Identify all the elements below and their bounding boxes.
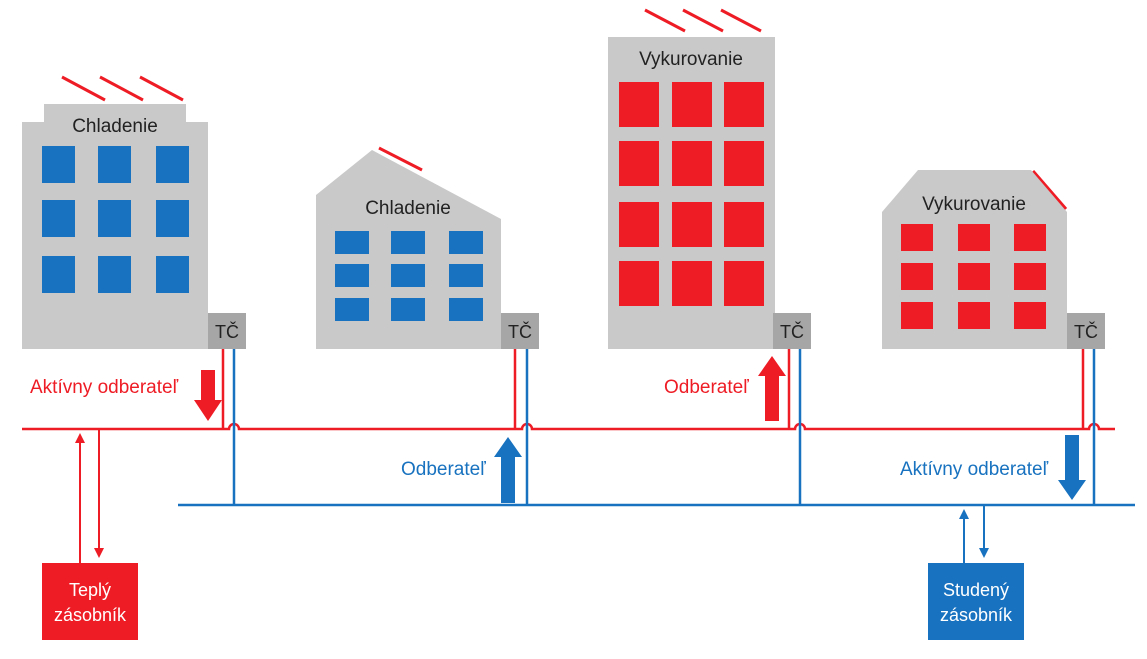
building-label: Chladenie (72, 116, 158, 137)
building-label: Vykurovanie (922, 194, 1026, 215)
warm-pipe-network (22, 349, 1115, 431)
cold-tank-label-line2: zásobník (940, 605, 1013, 625)
heat-marks (61, 75, 184, 102)
cold-down-arrow (1058, 435, 1086, 500)
warm-tank-label-line2: zásobník (54, 605, 127, 625)
building-1: Chladenie TČ (22, 75, 246, 349)
heat-pump-label: TČ (508, 321, 532, 342)
cold-up-arrow (494, 437, 522, 503)
heat-mark (1031, 170, 1068, 210)
label-active-consumer-warm: Aktívny odberateľ (30, 377, 179, 398)
building-label: Vykurovanie (639, 49, 743, 70)
label-active-consumer-cold: Aktívny odberateľ (900, 459, 1049, 480)
heat-pump-box (208, 313, 246, 349)
heat-pump-label: TČ (215, 321, 239, 342)
building-2: Chladenie TČ (316, 146, 539, 349)
label-consumer-cold: Odberateľ (401, 459, 486, 480)
heat-marks (644, 8, 762, 33)
cold-pipe-network (178, 349, 1135, 507)
heat-pump-label: TČ (1074, 321, 1098, 342)
windows (335, 231, 483, 321)
heat-pump-box (773, 313, 811, 349)
warm-tank: Teplý zásobník (42, 563, 138, 640)
heat-pump-box (501, 313, 539, 349)
cold-tank-label-line1: Studený (943, 580, 1009, 600)
heat-pump-label: TČ (780, 321, 804, 342)
cold-tank: Studený zásobník (928, 563, 1024, 640)
building-4: Vykurovanie TČ (882, 170, 1105, 349)
warm-tank-connection (75, 429, 104, 563)
building-label: Chladenie (365, 198, 451, 219)
heat-mark (378, 146, 423, 172)
warm-down-arrow (194, 370, 222, 421)
label-consumer-warm: Odberateľ (664, 377, 749, 398)
windows (901, 224, 1046, 329)
windows (619, 82, 764, 306)
heat-pump-box (1067, 313, 1105, 349)
cold-tank-connection (959, 505, 989, 563)
warm-tank-label-line1: Teplý (69, 580, 111, 600)
building-3: Vykurovanie TČ (608, 8, 811, 349)
windows (42, 146, 189, 293)
warm-up-arrow (758, 356, 786, 421)
